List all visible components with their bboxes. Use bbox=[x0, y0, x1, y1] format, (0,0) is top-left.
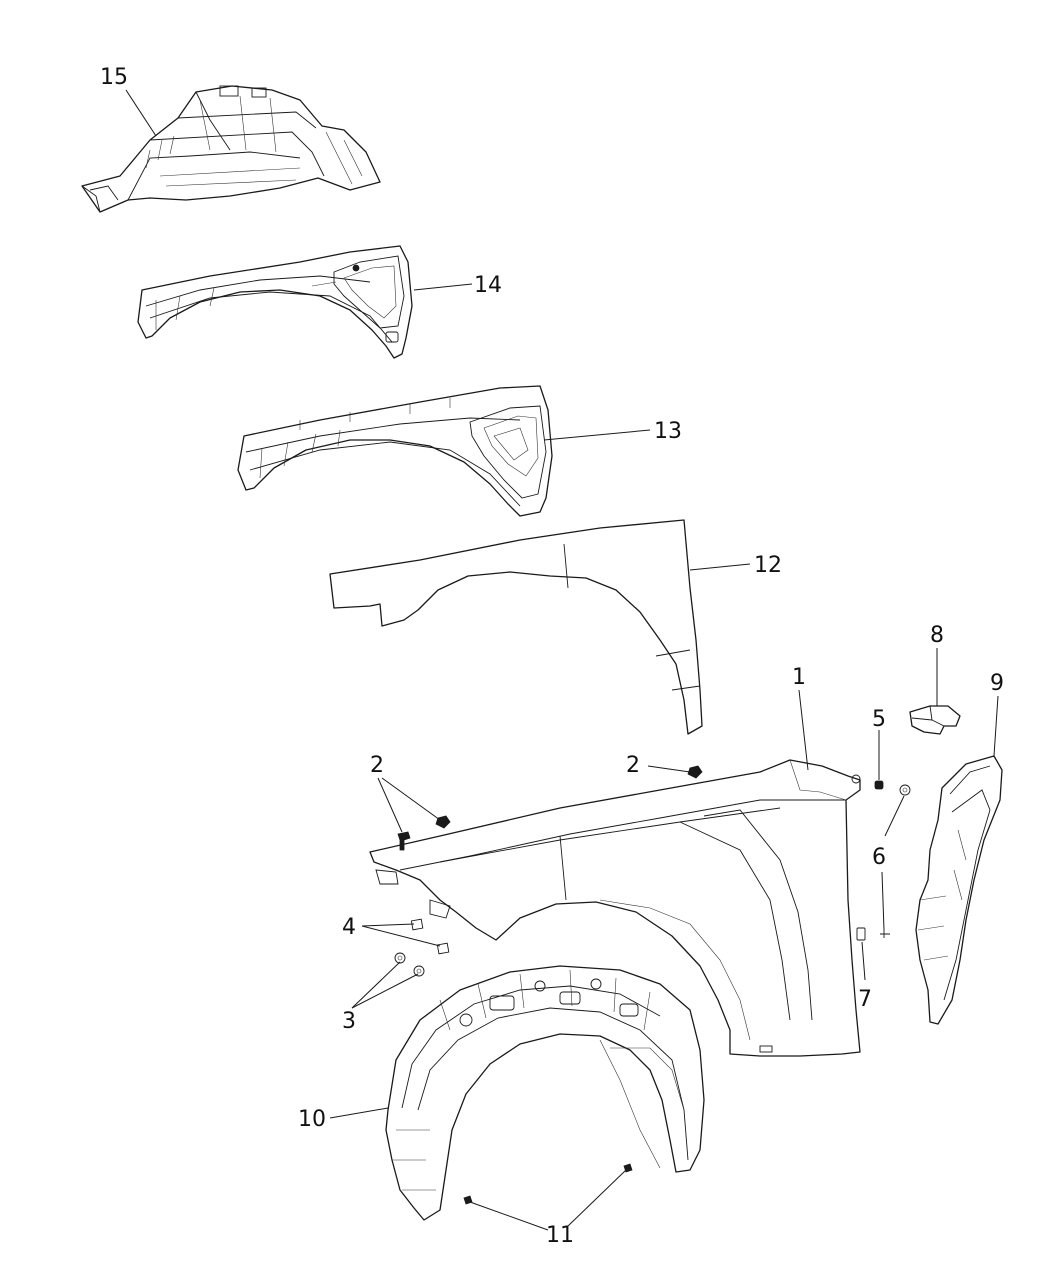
callout-labels: 15 14 13 12 1 2 2 4 3 5 6 7 8 9 10 11 bbox=[100, 65, 1004, 1248]
callout-9: 9 bbox=[990, 671, 1004, 696]
fastener-5-plug bbox=[874, 780, 884, 790]
callout-8: 8 bbox=[930, 623, 944, 648]
part-14-inner-panel bbox=[137, 245, 413, 359]
callout-1: 1 bbox=[792, 665, 806, 690]
callout-5: 5 bbox=[872, 707, 886, 732]
callout-7: 7 bbox=[858, 987, 872, 1012]
callout-2-left: 2 bbox=[370, 753, 384, 778]
part-9-fender-shield bbox=[915, 755, 1003, 1025]
fastener-2-nut-top bbox=[687, 765, 703, 779]
callout-10: 10 bbox=[298, 1107, 326, 1132]
callout-4: 4 bbox=[342, 915, 356, 940]
callout-2-top: 2 bbox=[626, 753, 640, 778]
part-10-wheel-liner bbox=[385, 965, 705, 1221]
leader-lines bbox=[125, 89, 999, 1231]
part-13-apron-panel bbox=[237, 385, 553, 517]
fastener-2-nut bbox=[435, 815, 451, 829]
fastener-2-bolt bbox=[397, 831, 411, 851]
part-15-wheelhouse-inner bbox=[81, 85, 381, 213]
part-12-silencer-pad bbox=[329, 519, 703, 735]
fastener-3-nut-b bbox=[413, 965, 425, 977]
callout-6: 6 bbox=[872, 845, 886, 870]
fastener-6-nut bbox=[899, 784, 911, 796]
fastener-4-clip-a bbox=[410, 918, 424, 931]
fastener-6-bolt bbox=[880, 930, 890, 938]
callout-15: 15 bbox=[100, 65, 128, 90]
callout-13: 13 bbox=[654, 419, 682, 444]
callout-14: 14 bbox=[474, 273, 502, 298]
callout-3: 3 bbox=[342, 1009, 356, 1034]
fastener-3-nut-a bbox=[394, 952, 406, 964]
fastener-4-clip-b bbox=[436, 942, 450, 955]
fastener-7-clip bbox=[856, 927, 866, 941]
part-8-bracket bbox=[909, 705, 961, 735]
callout-12: 12 bbox=[754, 553, 782, 578]
part-1-front-fender bbox=[369, 759, 861, 1057]
callout-11: 11 bbox=[546, 1223, 574, 1248]
